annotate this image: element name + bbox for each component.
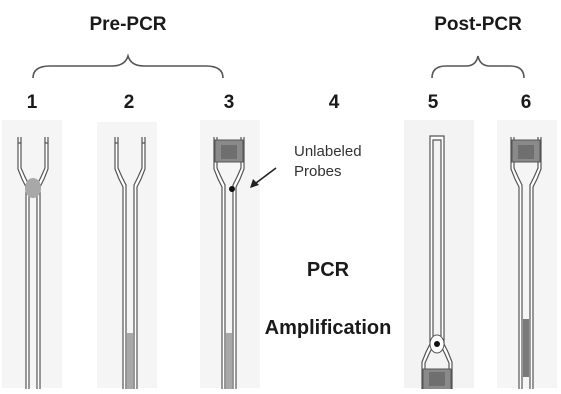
sample-droplet [25,178,41,198]
annotation-line-2: Probes [294,163,342,180]
liquid-column [226,333,232,391]
liquid-column [523,319,529,377]
amplification-label: Amplification [265,317,392,339]
cap-insert [429,372,445,386]
annotation-line-1: Unlabeled [294,143,362,160]
arrow-head [250,179,259,188]
tube-1 [17,136,49,394]
tube-3 [213,136,245,394]
liquid-column [127,333,133,391]
tube-6 [510,136,542,394]
step-number-2: 2 [124,92,135,113]
panel-1 [2,120,62,388]
step-number-5: 5 [428,92,439,113]
post-pcr-brace [431,55,525,79]
post-pcr-title: Post-PCR [434,14,522,35]
step-number-6: 6 [521,92,532,113]
step-number-4: 4 [329,92,340,113]
cap-insert [221,145,237,159]
cap-insert [518,145,534,159]
probe-bead [229,186,235,192]
tube-2 [114,136,146,394]
probe-bead [434,341,440,347]
step-number-3: 3 [224,92,235,113]
pre-pcr-title: Pre-PCR [89,14,166,35]
pcr-label: PCR [307,259,350,281]
step-number-1: 1 [27,92,38,113]
pre-pcr-brace [32,53,224,79]
tube-5 [421,135,453,394]
